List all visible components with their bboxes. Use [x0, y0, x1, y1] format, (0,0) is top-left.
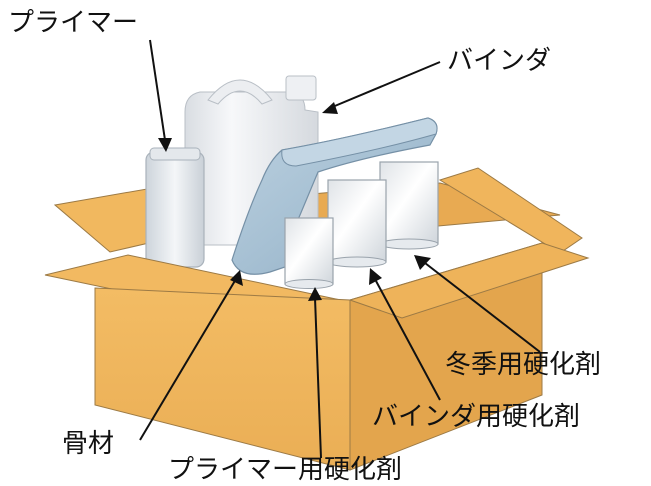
arrowhead-primer-hardener — [308, 287, 322, 301]
arrowhead-winter-hardener — [414, 255, 431, 270]
winter-hardener-pouch — [379, 161, 439, 250]
leader-primer — [149, 39, 166, 141]
leader-primer-hardener — [314, 297, 322, 459]
label-primer-hardener: プライマー用硬化剤 — [168, 455, 403, 485]
label-aggregate: 骨材 — [62, 429, 115, 459]
binder-hardener-pouch — [327, 179, 387, 268]
arrowhead-aggregate — [230, 270, 243, 286]
label-winter-hardener: 冬季用硬化剤 — [445, 350, 602, 380]
leader-lines — [139, 39, 541, 459]
arrowhead-primer — [158, 138, 172, 152]
label-binder: バインダ — [447, 46, 552, 76]
box-right-flap — [438, 167, 583, 254]
arrowhead-binder-hardener — [369, 268, 382, 285]
leader-binder — [329, 61, 441, 109]
box-side-flap — [348, 242, 590, 319]
box-front — [94, 287, 351, 471]
leader-aggregate — [139, 278, 237, 441]
primer-hardener-pouch — [284, 217, 334, 289]
leader-binder-hardener — [375, 280, 441, 401]
arrowhead-binder — [322, 102, 338, 114]
primer-bottle — [145, 147, 205, 268]
label-binder-hardener: バインダ用硬化剤 — [372, 402, 581, 432]
label-primer: プライマー — [8, 8, 139, 38]
leader-winter-hardener — [424, 262, 541, 353]
